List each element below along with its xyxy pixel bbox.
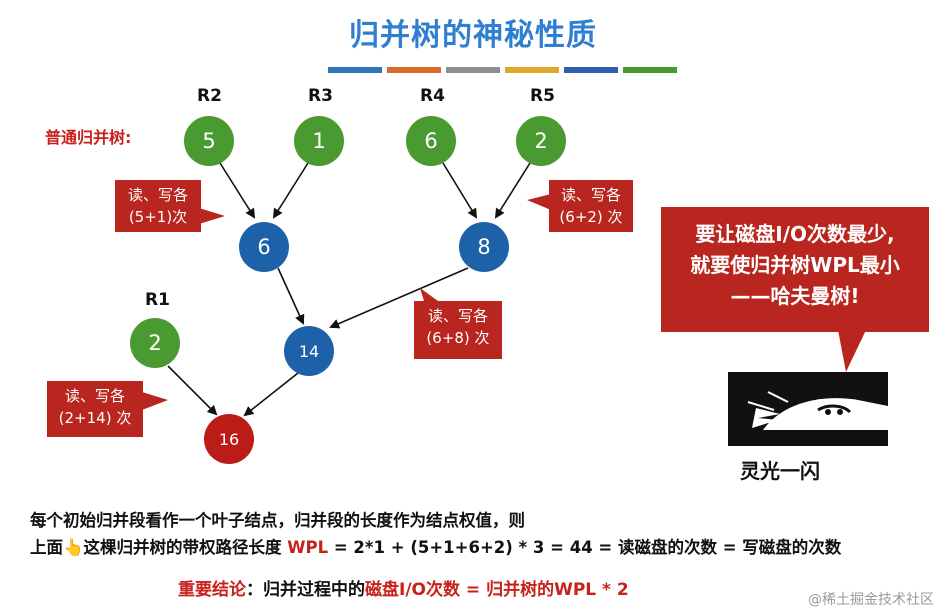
- node-root-16: 16: [204, 414, 254, 464]
- callout-line: (6+2) 次: [559, 208, 623, 226]
- run-label-r5: R5: [530, 86, 555, 106]
- callout-line: 读、写各: [560, 186, 621, 204]
- callout-pointer: [142, 392, 168, 410]
- watermark: @稀土掘金技术社区: [808, 592, 934, 608]
- node-r4: 6: [406, 116, 456, 166]
- node-merge-14: 14: [284, 326, 334, 376]
- edge-m1-m3: [277, 267, 305, 325]
- node-r5: 2: [516, 116, 566, 166]
- callout-line: 读、写各: [127, 186, 188, 204]
- callout-rw-2-14: 读、写各 (2+14) 次: [47, 381, 143, 437]
- ordinary-tree-label: 普通归并树:: [45, 128, 132, 147]
- edge-m3-root: [243, 372, 299, 417]
- edge-r2-m1: [219, 162, 256, 219]
- callout-line: (6+8) 次: [426, 329, 490, 347]
- text-segment: 这棵归并树的带权路径长度: [83, 538, 288, 557]
- epiphany-image: [728, 372, 888, 446]
- decor-bar: [623, 67, 677, 73]
- edge-m2-m3: [329, 267, 469, 329]
- callout-line: (2+14) 次: [58, 409, 132, 427]
- run-label-r4: R4: [420, 86, 445, 106]
- node-r3: 1: [294, 116, 344, 166]
- edge-r3-m1: [272, 162, 309, 219]
- wpl-term: WPL: [287, 538, 329, 557]
- conclusion-text: ：归并过程中的: [246, 580, 365, 600]
- run-label-r1: R1: [145, 290, 170, 310]
- decor-bar: [505, 67, 559, 73]
- callout-rw-5-1: 读、写各 (5+1)次: [115, 180, 201, 232]
- edge-r5-m2: [494, 162, 531, 219]
- image-caption: 灵光一闪: [740, 459, 820, 483]
- page-title: 归并树的神秘性质: [349, 18, 597, 53]
- conclusion-formula: 磁盘I/O次数 = 归并树的WPL * 2: [365, 580, 629, 600]
- callout-rw-6-2: 读、写各 (6+2) 次: [549, 180, 633, 232]
- node-merge-6: 6: [239, 222, 289, 272]
- bubble-line: 要让磁盘I/O次数最少,: [695, 222, 895, 246]
- callout-line: 读、写各: [427, 307, 488, 325]
- node-merge-8: 8: [459, 222, 509, 272]
- run-label-r3: R3: [308, 86, 333, 106]
- explanation-line-2: 上面👆这棵归并树的带权路径长度 WPL = 2*1 + (5+1+6+2) * …: [30, 534, 841, 561]
- text-segment: 上面: [30, 538, 63, 557]
- conclusion: 重要结论：归并过程中的磁盘I/O次数 = 归并树的WPL * 2: [178, 575, 629, 600]
- insight-bubble: 要让磁盘I/O次数最少, 就要使归并树WPL最小 ——哈夫曼树!: [661, 207, 929, 332]
- decor-bar: [387, 67, 441, 73]
- explanation-text: 每个初始归并段看作一个叶子结点，归并段的长度作为结点权值，则 上面👆这棵归并树的…: [30, 507, 841, 561]
- callout-line: 读、写各: [64, 387, 125, 405]
- bubble-line: ——哈夫曼树!: [730, 284, 860, 308]
- callout-rw-6-8: 读、写各 (6+8) 次: [414, 301, 502, 359]
- edge-r4-m2: [442, 162, 478, 219]
- pointing-hand-icon: 👆: [63, 538, 84, 557]
- bubble-line: 就要使归并树WPL最小: [690, 253, 900, 277]
- text-segment: = 2*1 + (5+1+6+2) * 3 = 44 = 读磁盘的次数 = 写磁…: [328, 538, 842, 557]
- callout-line: (5+1)次: [128, 208, 188, 226]
- callout-pointer: [527, 194, 551, 210]
- node-r2: 5: [184, 116, 234, 166]
- decor-bar: [446, 67, 500, 73]
- conclusion-label: 重要结论: [178, 580, 246, 600]
- decor-bar: [328, 67, 382, 73]
- bubble-pointer: [838, 330, 866, 372]
- explanation-line-1: 每个初始归并段看作一个叶子结点，归并段的长度作为结点权值，则: [30, 511, 525, 530]
- callout-pointer: [420, 288, 438, 301]
- decor-bar: [564, 67, 618, 73]
- callout-pointer: [199, 208, 225, 224]
- node-r1: 2: [130, 318, 180, 368]
- edge-r1-root: [167, 365, 218, 416]
- run-label-r2: R2: [197, 86, 222, 106]
